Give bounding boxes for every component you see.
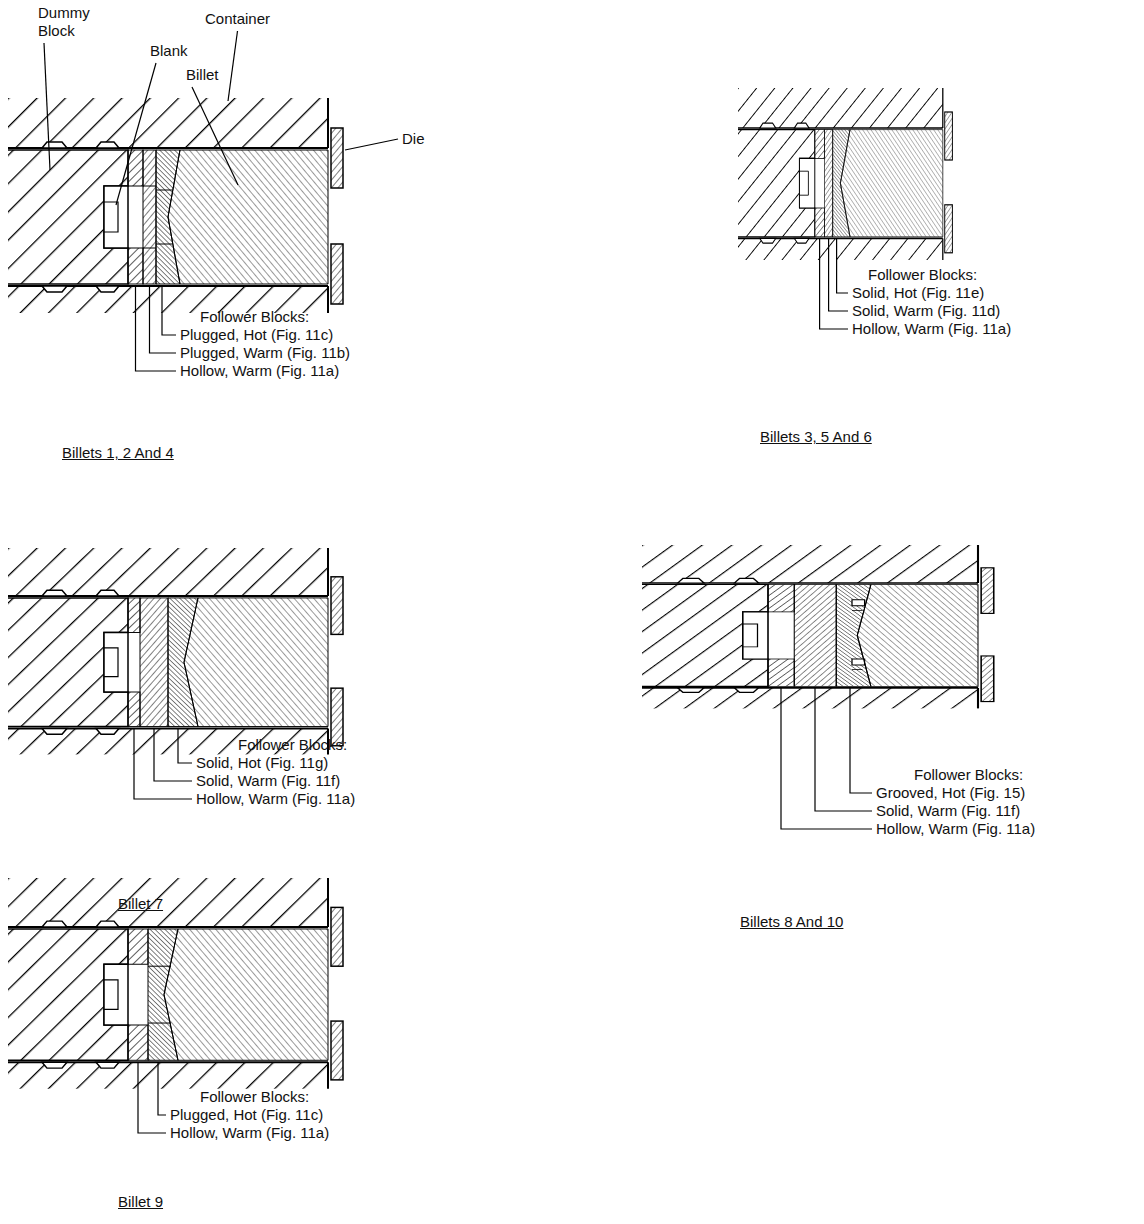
extrusion-view [8,548,343,754]
follower-label: Solid, Warm (Fig. 11f) [196,772,340,790]
leader-line [228,31,238,101]
extrusion-view [642,545,994,708]
leader-line [134,729,192,799]
leader-line [138,1062,166,1133]
leader-line [815,688,872,811]
part-label: Dummy Block [38,4,98,40]
part-label: Die [402,130,425,148]
part-label: Container [205,10,270,28]
follower-label: Hollow, Warm (Fig. 11a) [876,820,1035,838]
follower-label: Hollow, Warm (Fig. 11a) [196,790,355,808]
leader-line [837,239,848,293]
leader-line [178,729,192,763]
view-caption: Billets 3, 5 And 6 [760,428,872,446]
extrusion-view [8,878,343,1089]
follower-label: Plugged, Hot (Fig. 11c) [170,1106,323,1124]
view-caption: Billet 9 [118,1193,163,1211]
part-label: Blank [150,42,188,60]
legend-heading: Follower Blocks: [868,266,977,284]
leader-line [850,688,872,793]
follower-label: Hollow, Warm (Fig. 11a) [170,1124,329,1142]
extrusion-view [738,88,952,260]
follower-label: Solid, Hot (Fig. 11g) [196,754,328,772]
legend-heading: Follower Blocks: [200,308,309,326]
leader-line [829,239,848,311]
view-caption: Billet 7 [118,895,163,913]
part-label: Billet [186,66,219,84]
leader-line [158,1062,166,1115]
legend-heading: Follower Blocks: [200,1088,309,1106]
leader-line [192,87,238,185]
extrusion-view [8,98,343,313]
follower-label: Plugged, Warm (Fig. 11b) [180,344,350,362]
follower-label: Solid, Warm (Fig. 11f) [876,802,1020,820]
view-caption: Billets 8 And 10 [740,913,843,931]
follower-label: Grooved, Hot (Fig. 15) [876,784,1025,802]
leader-line [116,63,156,205]
legend-heading: Follower Blocks: [238,736,347,754]
leader-line [150,286,177,353]
leader-line [345,139,398,150]
leader-line [44,43,50,170]
follower-label: Solid, Warm (Fig. 11d) [852,302,1000,320]
leader-line [820,239,848,329]
leader-line [162,286,176,335]
leader-line [154,729,192,781]
follower-label: Hollow, Warm (Fig. 11a) [180,362,339,380]
follower-label: Hollow, Warm (Fig. 11a) [852,320,1011,338]
follower-label: Plugged, Hot (Fig. 11c) [180,326,333,344]
legend-heading: Follower Blocks: [914,766,1023,784]
leader-line [781,688,872,829]
view-caption: Billets 1, 2 And 4 [62,444,174,462]
follower-label: Solid, Hot (Fig. 11e) [852,284,984,302]
leader-lines [44,31,872,1133]
leader-line [136,286,177,371]
